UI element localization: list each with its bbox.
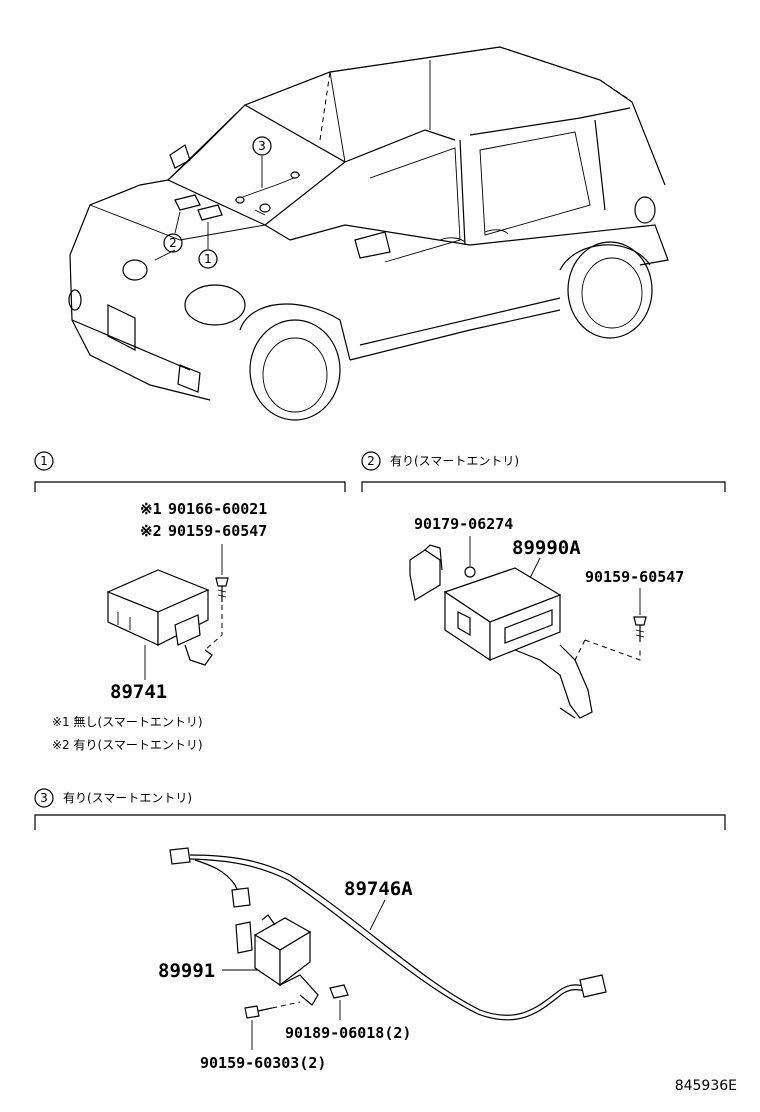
- section-2-number: 2: [367, 454, 375, 468]
- note-2: ※2 有り(スマートエントリ): [52, 738, 203, 752]
- section-2: 2 有り(スマートエントリ) 90179-06274 89990A 90159-…: [361, 451, 726, 719]
- part-number: 90159-60547: [168, 522, 267, 540]
- vehicle-illustration: [68, 46, 669, 421]
- section-2-note: 有り(スマートエントリ): [390, 454, 519, 468]
- part-number: 89746A: [344, 878, 413, 900]
- part-prefix: ※2: [140, 522, 162, 540]
- part-number: 89991: [158, 960, 215, 982]
- part-number: 90189-06018(2): [285, 1024, 411, 1042]
- section-3-note: 有り(スマートエントリ): [63, 791, 192, 805]
- illustration-code: 845936E: [675, 1078, 737, 1094]
- car-callout-3: 3: [252, 136, 272, 156]
- part-number: 90179-06274: [414, 515, 513, 533]
- note-1: ※1 無し(スマートエントリ): [52, 714, 203, 729]
- svg-text:3: 3: [258, 139, 266, 153]
- section-1: 1 ※1 90166-60021 ※2 90159-60547 89741 ※1…: [34, 451, 346, 752]
- section-3: 3 有り(スマートエントリ) 89746A 89991 90189-06018(…: [34, 788, 726, 1072]
- part-number: 89741: [110, 681, 167, 703]
- svg-text:2: 2: [169, 236, 177, 250]
- car-callout-1: 1: [198, 249, 218, 269]
- car-callout-2: 2: [163, 233, 183, 253]
- part-prefix: ※1: [140, 500, 162, 518]
- part-number: 90159-60303(2): [200, 1054, 326, 1072]
- section-3-number: 3: [40, 791, 48, 805]
- part-number: 90166-60021: [168, 500, 267, 518]
- section-1-number: 1: [40, 454, 48, 468]
- part-number: 90159-60547: [585, 568, 684, 586]
- svg-text:1: 1: [204, 252, 212, 266]
- part-number: 89990A: [512, 537, 581, 559]
